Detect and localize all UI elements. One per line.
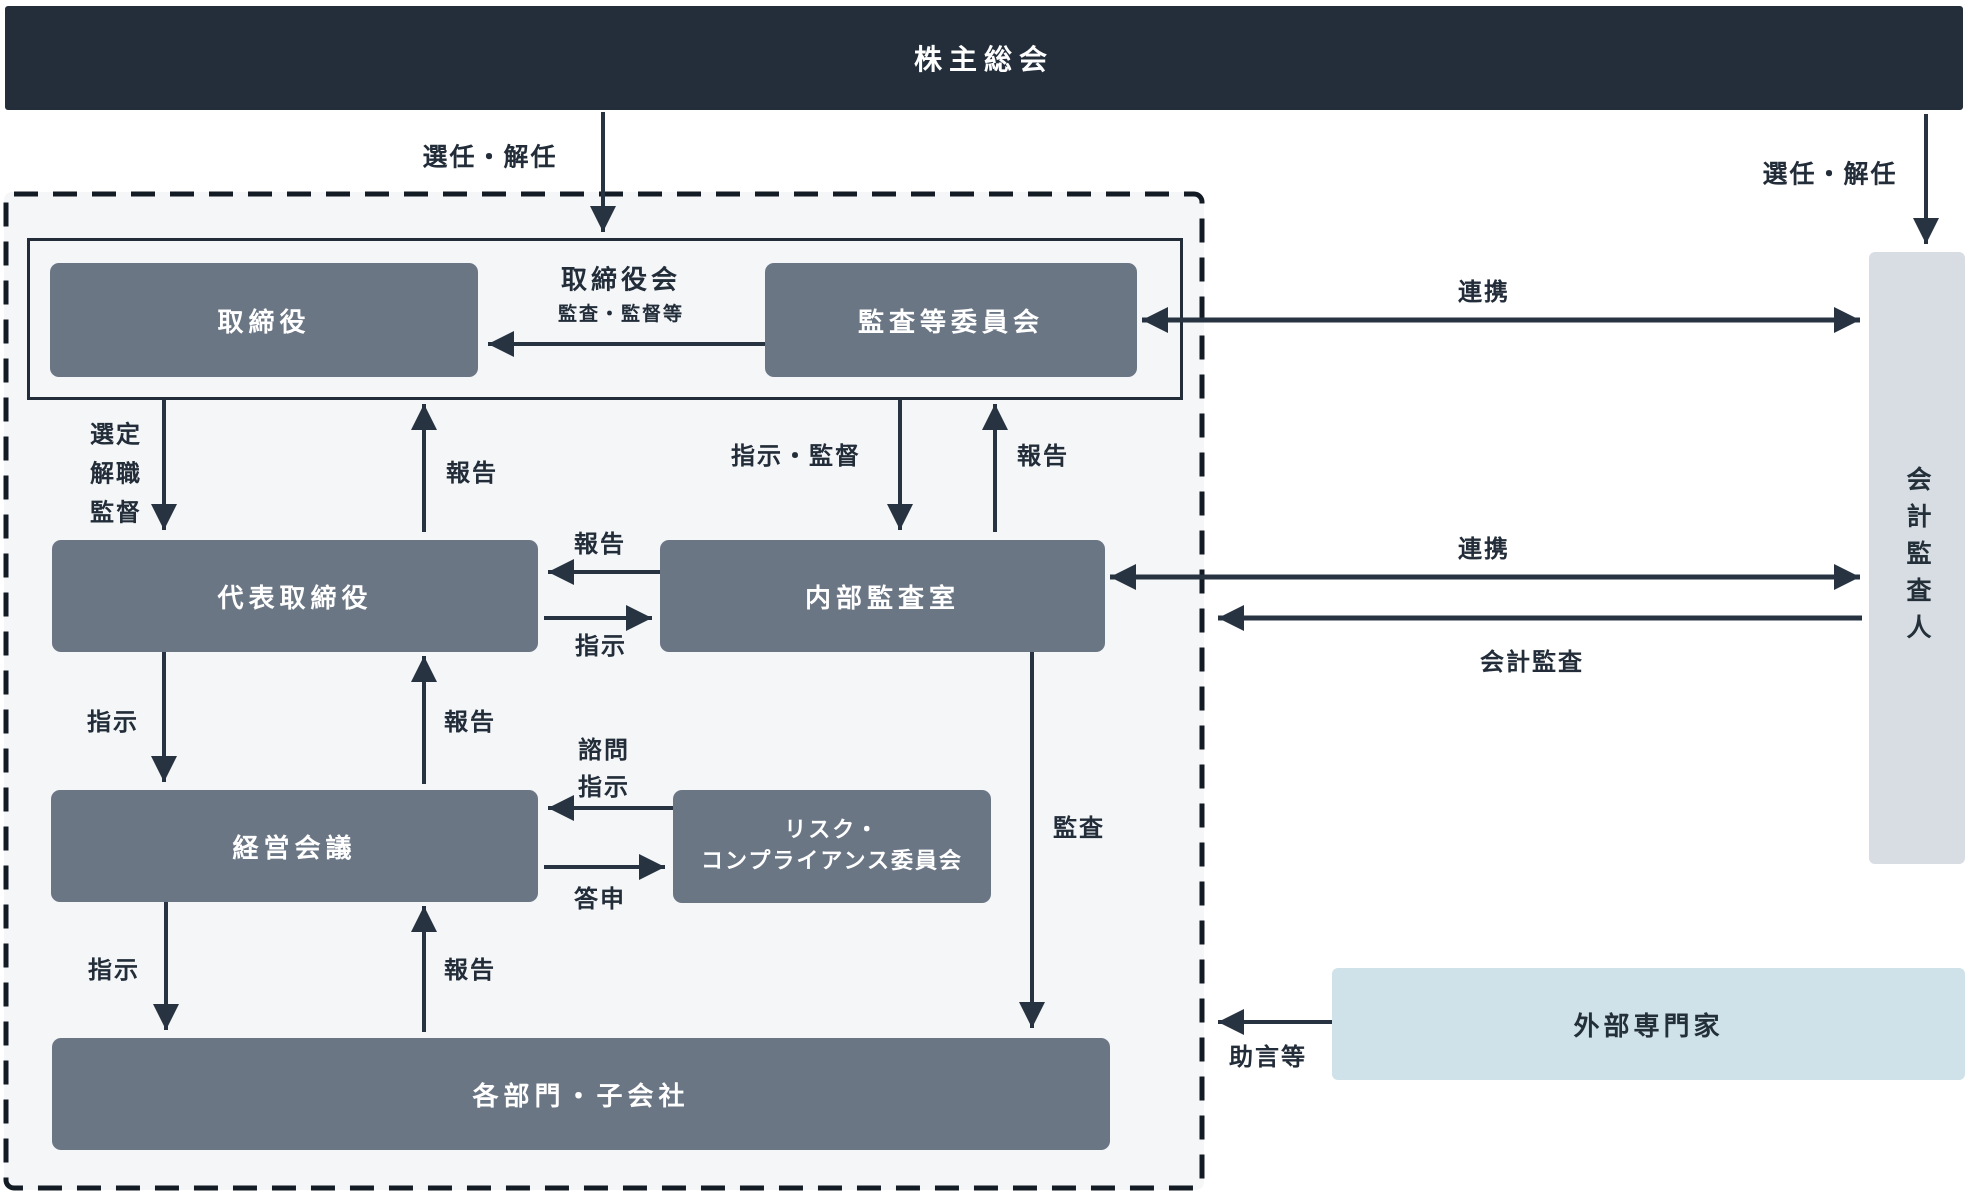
selection-dismissal-supervision-label: 選定 解職 監督 [90,416,142,533]
report-internal-to-representative-label: 報告 [574,530,626,558]
board-frame-subtitle: 監査・監督等 [557,302,685,325]
management-meeting-box: 経営会議 [51,790,538,902]
representative-director-box: 代表取締役 [52,540,538,652]
selection-line-3: 監督 [90,498,142,527]
cooperation-top-label: 連携 [1458,278,1510,306]
risk-compliance-committee-label: リスク・ コンプライアンス委員会 [700,817,964,874]
instruction-representative-to-internal-label: 指示 [575,632,627,660]
board-frame-title: 取締役会 [560,265,682,296]
audit-committee-box: 監査等委員会 [765,263,1137,377]
report-management-to-representative-label: 報告 [444,708,496,736]
directors-label: 取締役 [217,307,311,338]
shareholders-meeting-label: 株主総会 [913,43,1054,76]
appointment-dismissal-left-label: 選任・解任 [422,142,558,172]
instruction-representative-to-management-label: 指示 [87,708,139,736]
internal-audit-office-label: 内部監査室 [804,583,960,614]
report-departments-to-management-label: 報告 [444,956,496,984]
external-experts-label: 外部専門家 [1573,1011,1724,1042]
report-directors-label: 報告 [446,459,498,487]
appointment-dismissal-right-label: 選任・解任 [1762,159,1898,189]
shareholders-meeting-box: 株主総会 [5,6,1963,110]
consultation-instruction-label: 諮問 指示 [578,735,630,801]
directors-box: 取締役 [50,263,478,377]
representative-director-label: 代表取締役 [217,583,373,614]
departments-subsidiaries-label: 各部門・子会社 [472,1081,690,1112]
internal-audit-office-box: 内部監査室 [660,540,1105,652]
accounting-auditor-label: 会計監査人 [1903,465,1932,651]
selection-line-1: 選定 [90,420,142,449]
accounting-audit-label: 会計監査 [1480,648,1584,676]
instruction-management-to-departments-label: 指示 [88,956,140,984]
accounting-auditor-box: 会計監査人 [1869,252,1965,864]
selection-line-2: 解職 [90,459,142,488]
instruction-supervision-label: 指示・監督 [731,442,861,470]
audit-committee-label: 監査等委員会 [857,307,1044,338]
audit-label: 監査 [1053,814,1105,842]
cooperation-middle-label: 連携 [1458,535,1510,563]
external-experts-box: 外部専門家 [1332,968,1965,1080]
risk-compliance-committee-box: リスク・ コンプライアンス委員会 [673,790,991,903]
management-meeting-label: 経営会議 [232,833,357,864]
departments-subsidiaries-box: 各部門・子会社 [52,1038,1110,1150]
advice-label: 助言等 [1229,1043,1307,1071]
reply-label: 答申 [574,885,626,913]
report-audit-committee-label: 報告 [1017,442,1069,470]
